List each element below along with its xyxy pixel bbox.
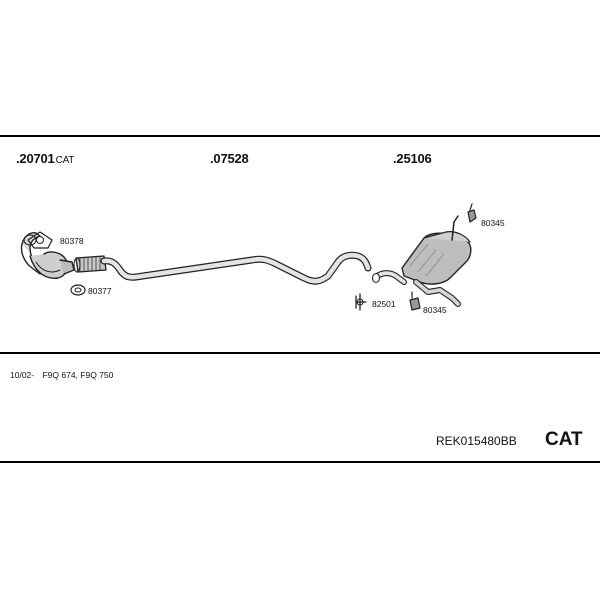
- callout-gasket-bottom: 80377: [88, 286, 112, 296]
- part-number-catalytic-converter: .20701CAT: [16, 151, 74, 166]
- gasket-80378-drawing: [27, 231, 53, 249]
- fitment-engines: F9Q 674, F9Q 750: [42, 370, 114, 380]
- callout-hanger-bottom: 80345: [423, 305, 447, 315]
- fitment-date: 10/02-: [10, 370, 35, 380]
- hanger-80345-bottom-drawing: [409, 291, 421, 311]
- kit-number: REK015480BB: [436, 434, 517, 448]
- callout-clamp: 82501: [372, 299, 396, 309]
- part-number: .25106: [393, 151, 432, 166]
- bottom-divider: [0, 461, 600, 463]
- part-number-middle-pipe: .07528: [210, 151, 249, 166]
- part-number-rear-silencer: .25106: [393, 151, 432, 166]
- flex-pipe-drawing: [73, 255, 107, 273]
- fitment-info: 10/02- F9Q 674, F9Q 750: [10, 370, 119, 380]
- callout-hanger-top: 80345: [481, 218, 505, 228]
- rear-silencer-drawing: [371, 215, 472, 307]
- middle-divider: [0, 352, 600, 354]
- kit-type-label: CAT: [545, 429, 583, 450]
- part-number: .07528: [210, 151, 249, 166]
- top-divider: [0, 135, 600, 137]
- clamp-82501-drawing: [355, 293, 367, 311]
- part-number: .20701: [16, 151, 55, 166]
- part-number-suffix: CAT: [55, 155, 75, 166]
- hanger-80345-top-drawing: [467, 203, 477, 223]
- gasket-80377-drawing: [70, 284, 86, 296]
- middle-pipe-drawing: [100, 251, 372, 285]
- callout-gasket-top: 80378: [60, 236, 84, 246]
- catalytic-converter-drawing: [20, 232, 75, 279]
